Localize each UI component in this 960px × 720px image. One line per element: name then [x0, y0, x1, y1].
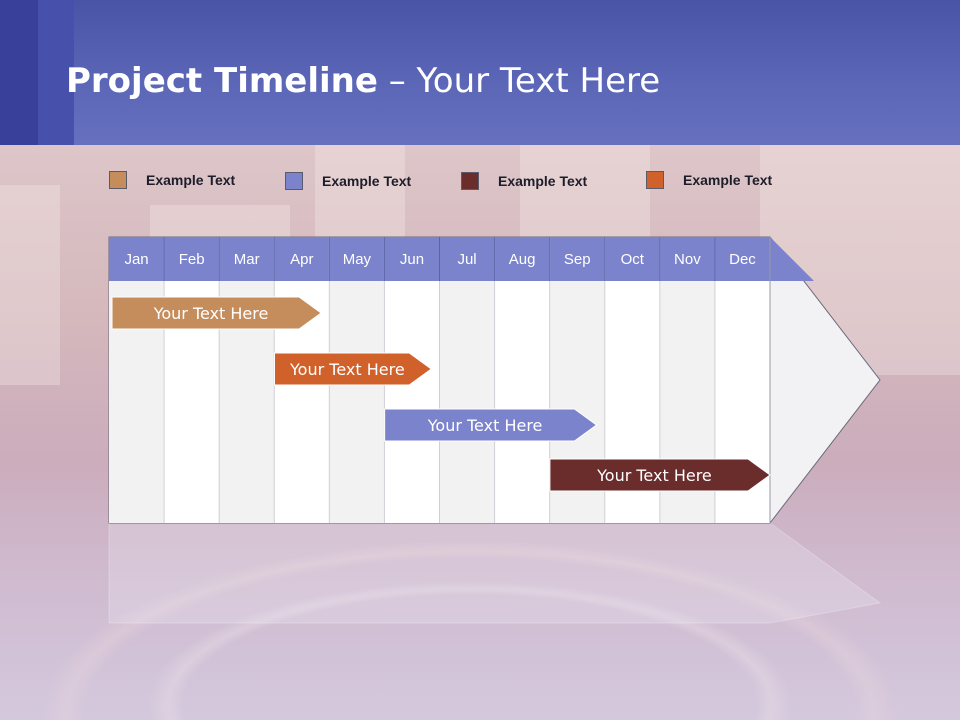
month-label-dec: Dec: [729, 251, 756, 268]
task-bar-4: [549, 458, 771, 492]
task-bar-3: [384, 408, 598, 442]
title-bar: Project Timeline – Your Text Here: [0, 0, 960, 145]
month-label-sep: Sep: [564, 251, 591, 268]
task-bar-1: [111, 296, 322, 330]
task-label-2: Your Text Here: [289, 360, 405, 379]
month-label-apr: Apr: [290, 251, 313, 268]
legend-label-3: Example Text: [498, 173, 588, 189]
month-label-jul: Jul: [457, 251, 476, 268]
legend-label-4: Example Text: [683, 172, 773, 188]
month-column-may: [329, 281, 385, 523]
month-label-jan: Jan: [124, 251, 148, 268]
timeline-reflection: [108, 522, 882, 624]
month-label-nov: Nov: [674, 251, 701, 268]
month-label-feb: Feb: [179, 251, 205, 268]
page-title-bold: Project Timeline: [66, 61, 378, 101]
page-title: Project Timeline – Your Text Here: [66, 58, 660, 104]
task-label-3: Your Text Here: [427, 416, 543, 435]
page-title-rest: – Your Text Here: [377, 61, 661, 101]
task-label-1: Your Text Here: [153, 304, 269, 323]
legend-swatch-3: [461, 172, 479, 190]
legend-label-1: Example Text: [146, 172, 236, 188]
month-label-jun: Jun: [400, 251, 424, 268]
month-label-oct: Oct: [621, 251, 645, 268]
task-label-4: Your Text Here: [596, 466, 712, 485]
month-label-mar: Mar: [234, 251, 260, 268]
title-accent-bar: [0, 0, 38, 145]
title-accent-bar: [38, 0, 74, 145]
legend-swatch-1: [109, 171, 127, 189]
month-column-jun: [384, 281, 440, 523]
month-column-aug: [494, 281, 550, 523]
month-header-band: [109, 237, 814, 281]
legend-label-2: Example Text: [322, 173, 412, 189]
legend-swatch-4: [646, 171, 664, 189]
month-label-aug: Aug: [509, 251, 536, 268]
task-bar-2: [273, 352, 433, 386]
month-label-may: May: [343, 251, 372, 268]
legend-swatch-2: [285, 172, 303, 190]
month-column-jul: [439, 281, 495, 523]
